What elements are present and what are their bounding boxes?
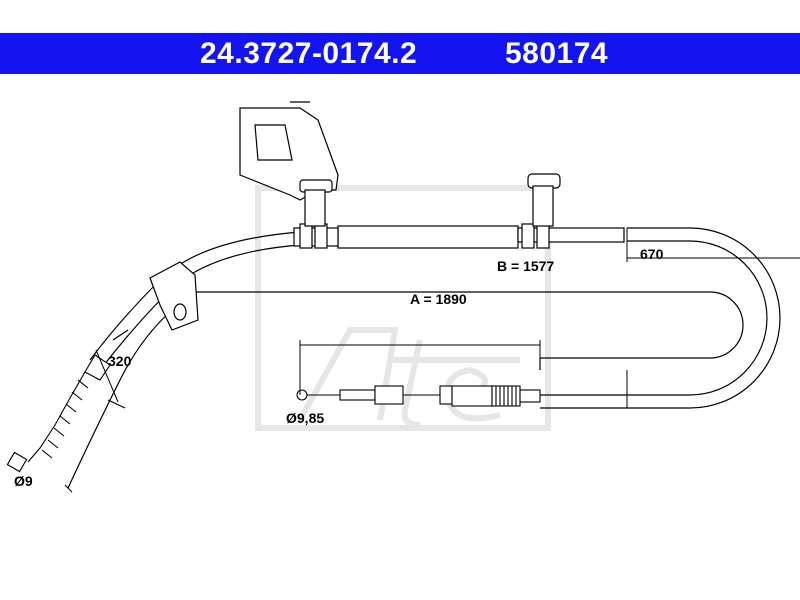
main-tube (293, 223, 625, 249)
title-bar: 24.3727-0174.2 580174 (0, 33, 800, 74)
left-dim-tick (64, 484, 73, 493)
cable-left-lower (99, 244, 301, 371)
label-a-length: A = 1890 (410, 291, 467, 307)
right-nut (374, 385, 404, 405)
tube-body (337, 225, 519, 249)
left-end-nut (6, 451, 28, 473)
label-diameter-right: Ø9,85 (286, 410, 324, 426)
cable-loop-inner (540, 240, 768, 396)
right-adjuster (451, 385, 493, 407)
ate-watermark (255, 185, 551, 431)
right-washer (439, 385, 453, 405)
clip-body-1 (304, 189, 326, 227)
cable (67, 227, 781, 489)
tube-collar-1 (299, 223, 313, 249)
left-end-fitting (6, 354, 111, 493)
tube-collar-2 (314, 223, 328, 249)
clip-body-2 (532, 185, 554, 227)
bracket (239, 101, 561, 227)
tube-collar-4 (536, 223, 550, 249)
guide-tick-2 (107, 399, 126, 409)
grommet (149, 261, 199, 331)
label-end-length: 670 (640, 246, 664, 262)
guide-tick-1 (112, 329, 129, 341)
watermark-letter-a (297, 327, 399, 422)
label-segment-length: 320 (108, 353, 132, 369)
label-diameter-left: Ø9 (14, 473, 33, 489)
reference-number: 580174 (505, 36, 609, 70)
left-threaded-rod (27, 371, 86, 463)
watermark-letter-e (444, 366, 501, 422)
dim-a (299, 340, 540, 395)
right-end-fitting (296, 385, 541, 407)
grommet-body (149, 261, 199, 331)
right-thread-marks (495, 386, 517, 406)
left-thread-marks (41, 379, 89, 459)
cable-loop-outer (540, 227, 781, 409)
bracket-cutout (254, 124, 293, 161)
right-sleeve (339, 389, 376, 401)
grommet-hole (173, 303, 187, 321)
watermark-letter-t (401, 339, 423, 428)
dim-320 (95, 349, 119, 403)
cable-inner-run (197, 291, 744, 359)
right-ball-end (296, 389, 308, 401)
label-b-length: B = 1577 (497, 258, 554, 274)
left-ferrule (84, 354, 111, 381)
tube-collar-3 (521, 223, 535, 249)
watermark-frame (255, 185, 551, 431)
dimension-lines (95, 228, 800, 408)
dim-670 (626, 228, 800, 262)
part-number: 24.3727-0174.2 (200, 36, 418, 70)
right-end-cap (519, 389, 541, 403)
